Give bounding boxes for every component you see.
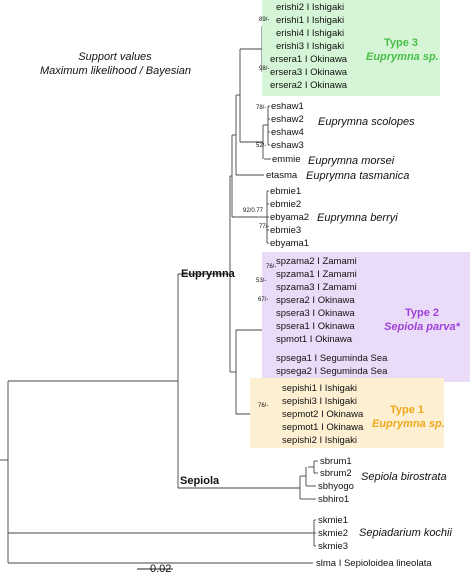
support-value: 77/-: [259, 224, 270, 230]
support-value: 67/-: [258, 297, 269, 303]
leaf-label: spzama3 I Zamami: [276, 282, 357, 293]
leaf-label: eshaw2: [271, 114, 304, 125]
leaf-label: ebmie1: [270, 186, 302, 197]
support-value: 92/0.77: [243, 208, 264, 214]
leaf-label: ersera2 I Okinawa: [270, 80, 348, 91]
leaf-label: erishi1 I Ishigaki: [276, 15, 345, 26]
scale-bar-label: 0.02: [150, 563, 172, 575]
leaf-label: spzama1 I Zamami: [276, 269, 357, 280]
type1-band: [250, 378, 444, 448]
leaf-label: sepishi2 I Ishigaki: [282, 435, 357, 446]
leaf-label: sbrum1: [320, 456, 352, 467]
type1-species: Euprymna sp.: [372, 418, 445, 430]
support-note-line1: Support values: [78, 51, 152, 63]
type1-label: Type 1 Euprymna sp.: [372, 403, 445, 431]
support-value: 89/-: [259, 17, 270, 23]
support-value: 76/-: [258, 403, 269, 409]
species-label: Euprymna tasmanica: [306, 170, 410, 182]
species-label: Sepiadarium kochii: [359, 527, 452, 539]
support-value: 53/-: [256, 278, 267, 284]
leaf-label: erishi4 I Ishigaki: [276, 28, 345, 39]
type3-band: [262, 0, 440, 96]
leaf-label: spsera3 I Okinawa: [276, 308, 355, 319]
species-label: Euprymna berryi: [317, 212, 398, 224]
leaf-label: etasma: [266, 170, 298, 181]
support-value: 52/-: [256, 143, 267, 149]
leaf-label: spmot1 I Okinawa: [276, 334, 353, 345]
leaf-label: sepmot1 I Okinawa: [282, 422, 364, 433]
leaf-label: sepishi3 I Ishigaki: [282, 396, 357, 407]
leaf-label: spsera1 I Okinawa: [276, 321, 355, 332]
leaf-label: ebmie3: [270, 225, 302, 236]
leaf-label: ebmie2: [270, 199, 302, 210]
support-value: 76/-: [266, 264, 277, 270]
clade-label-sepiola: Sepiola: [180, 475, 220, 487]
leaf-label: ersera1 I Okinawa: [270, 54, 348, 65]
leaf-label: sbrum2: [320, 468, 352, 479]
type2-label: Type 2 Sepiola parva*: [376, 306, 468, 334]
type1-title: Type 1: [389, 404, 425, 416]
leaf-label: slma I Sepioloidea lineolata: [316, 558, 432, 569]
support-values-note: Support values Maximum likelihood / Baye…: [40, 50, 192, 78]
clade-label-euprymna: Euprymna: [181, 268, 235, 280]
type3-title: Type 3: [383, 37, 419, 49]
type3-species: Euprymna sp.: [366, 51, 439, 63]
leaf-label: eshaw4: [271, 127, 304, 138]
leaf-label: sbhiro1: [318, 494, 350, 505]
species-label: Sepiola birostrata: [361, 471, 447, 483]
type2-species: Sepiola parva*: [384, 321, 460, 333]
support-value: 98/-: [259, 66, 270, 72]
leaf-label: spsega1 I Seguminda Sea: [276, 353, 388, 364]
leaf-label: sbhyogo: [318, 481, 354, 492]
type2-title: Type 2: [404, 307, 440, 319]
leaf-label: spsega2 I Seguminda Sea: [276, 366, 388, 377]
leaf-label: skmie1: [318, 515, 349, 526]
leaf-label: erishi3 I Ishigaki: [276, 41, 345, 52]
leaf-label: erishi2 I Ishigaki: [276, 2, 345, 13]
leaf-label: ersera3 I Okinawa: [270, 67, 348, 78]
leaf-label: skmie3: [318, 541, 349, 552]
leaf-label: ebyama2: [270, 212, 310, 223]
leaf-label: sepishi1 I Ishigaki: [282, 383, 357, 394]
type2-band: [262, 252, 470, 382]
support-note-line2: Maximum likelihood / Bayesian: [40, 65, 192, 77]
leaf-label: skmie2: [318, 528, 349, 539]
leaf-label: spzama2 I Zamami: [276, 256, 357, 267]
type3-label: Type 3 Euprymna sp.: [366, 36, 439, 64]
leaf-label: eshaw3: [271, 140, 304, 151]
leaf-label: spsera2 I Okinawa: [276, 295, 355, 306]
leaf-label: ebyama1: [270, 238, 310, 249]
leaf-label: eshaw1: [271, 101, 304, 112]
support-value: 78/-: [256, 105, 267, 111]
species-label: Euprymna scolopes: [318, 116, 415, 128]
leaf-label: emmie: [272, 154, 301, 165]
leaf-label: sepmot2 I Okinawa: [282, 409, 364, 420]
species-label: Euprymna morsei: [308, 155, 395, 167]
